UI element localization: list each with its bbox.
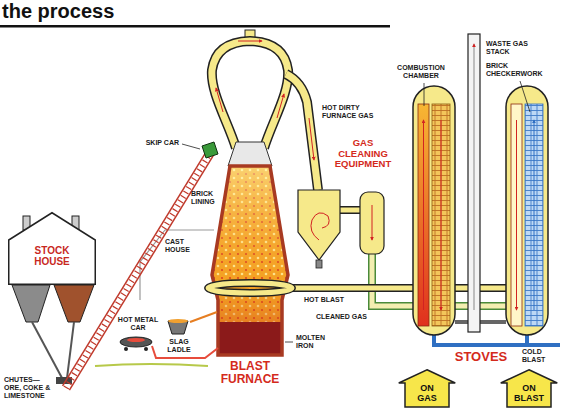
bustle-pipe	[208, 283, 292, 293]
label-slot: CAST HOUSE	[165, 238, 197, 254]
dust-outlet	[316, 260, 322, 268]
flow-arrow	[423, 120, 424, 310]
checkerwork	[525, 104, 543, 326]
part-label: CHUTES— ORE, COKE & LIMESTONE	[4, 376, 58, 399]
part-label: CLEANED GAS	[316, 313, 372, 321]
flow-arrow	[309, 118, 314, 160]
molten-iron	[218, 322, 282, 355]
flow-arrow	[372, 205, 373, 240]
label-slot: SLAG LADLE	[162, 338, 196, 354]
flow-arrow	[238, 41, 262, 42]
flow-arrow	[516, 120, 517, 310]
label-slot: HOT METAL CAR	[114, 316, 162, 332]
flow-arrow	[474, 44, 475, 310]
stove-shell	[413, 86, 455, 335]
furnace-top	[228, 142, 272, 166]
part-label: HOT DIRTY FURNACE GAS	[322, 104, 378, 120]
diagram-title: the process	[2, 0, 114, 22]
combustion-chamber	[511, 104, 522, 326]
pipe-outline	[340, 206, 362, 214]
node-text: STOCK HOUSE	[21, 245, 83, 267]
label-slot: CHUTES— ORE, COKE & LIMESTONE	[4, 376, 58, 399]
label-slot: SKIP CAR	[137, 139, 179, 147]
leader-line	[520, 81, 530, 112]
cold-blast-inlet	[527, 343, 560, 347]
leader-line	[182, 144, 200, 149]
label-slot: BRICK LINING	[191, 190, 219, 206]
combustion-chamber	[418, 104, 429, 326]
label-slot: WASTE GAS STACK	[486, 40, 532, 56]
furnace-burden	[212, 166, 288, 355]
up-shape	[501, 370, 558, 407]
section-label: BLAST FURNACE	[210, 360, 290, 387]
rail-track	[95, 364, 208, 366]
status-arrow: ON BLAST	[500, 369, 558, 408]
stove-shell	[506, 86, 548, 335]
part-label: HOT METAL CAR	[114, 316, 162, 332]
car-wheel	[144, 347, 148, 351]
status-arrow: ON GAS	[398, 369, 456, 408]
section-label: STOVES	[450, 350, 512, 365]
part-label: MOLTEN IRON	[296, 334, 332, 350]
downcomer-outline	[286, 74, 318, 190]
up-shape	[399, 370, 456, 407]
part-label: SLAG LADLE	[162, 338, 196, 354]
node-text: ON BLAST	[512, 384, 546, 404]
part-label: BRICK CHECKERWORK	[486, 62, 550, 78]
label-slot: COLD BLAST	[522, 348, 556, 364]
gas-uptake-outline	[212, 41, 288, 148]
checkerwork	[432, 104, 450, 326]
part-label: COLD BLAST	[522, 348, 556, 364]
leader-line	[285, 342, 293, 343]
label-slot: STOVES	[450, 350, 512, 365]
pipe	[340, 208, 362, 213]
label-slot: MOLTEN IRON	[296, 334, 332, 350]
brick-lining	[212, 166, 288, 355]
part-label: BRICK LINING	[191, 190, 219, 206]
label-slot: BLAST FURNACE	[210, 360, 290, 387]
car-wheel	[124, 347, 128, 351]
building-box: STOCK HOUSE	[8, 212, 96, 285]
flow-arrow	[277, 94, 284, 118]
hot-metal-car	[120, 337, 152, 347]
flow-arrow	[216, 88, 223, 112]
part-label: SKIP CAR	[137, 139, 179, 147]
label-slot: COMBUSTION CHAMBER	[390, 64, 452, 80]
dust-catcher	[298, 190, 340, 260]
part-label: COMBUSTION CHAMBER	[390, 64, 452, 80]
part-label: WASTE GAS STACK	[486, 40, 532, 56]
label-slot: HOT BLAST	[304, 296, 354, 304]
gas-uptake	[212, 41, 288, 148]
slag-runner	[190, 312, 217, 322]
part-label: HOT BLAST	[304, 296, 354, 304]
bustle-pipe-outline	[208, 283, 292, 293]
section-label: GAS CLEANING EQUIPMENT	[330, 138, 396, 170]
cold-blast-main	[434, 333, 527, 345]
label-slot: CLEANED GAS	[316, 313, 372, 321]
gas-cleaner	[360, 192, 384, 254]
title-rule	[0, 25, 390, 28]
furnace-heat	[212, 166, 288, 355]
node-text: ON GAS	[410, 384, 444, 404]
dust-spiral	[311, 213, 329, 240]
ore-hopper	[12, 285, 50, 322]
label-slot: GAS CLEANING EQUIPMENT	[330, 138, 396, 170]
label-slot: BRICK CHECKERWORK	[486, 62, 550, 78]
skip-car	[202, 142, 218, 158]
leader-line	[424, 83, 425, 106]
downcomer	[286, 74, 318, 190]
flow-arrow	[534, 120, 535, 310]
house-shape	[9, 213, 96, 285]
waste-gas-stack	[468, 34, 480, 332]
chute	[32, 322, 62, 378]
hot-metal	[127, 338, 145, 342]
slag	[168, 319, 188, 323]
part-label: CAST HOUSE	[165, 238, 197, 254]
flow-arrow	[441, 120, 442, 310]
label-slot: HOT DIRTY FURNACE GAS	[322, 104, 378, 120]
coke-hopper	[54, 285, 94, 322]
title-slot: the process	[2, 0, 114, 22]
